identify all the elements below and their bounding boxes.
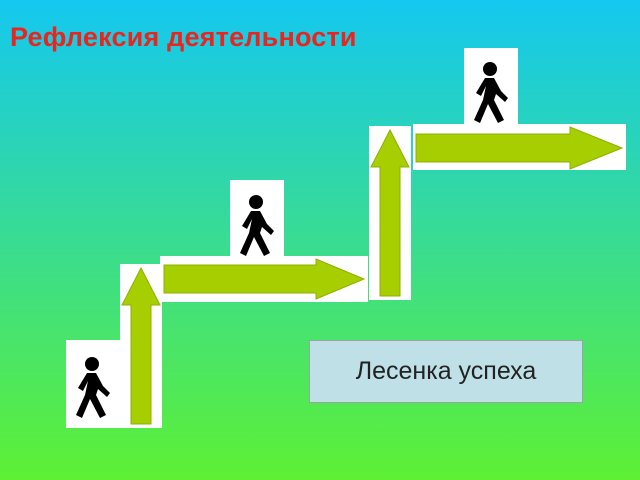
arrow-up-icon <box>121 266 161 425</box>
arrow-right-icon <box>415 126 624 170</box>
caption-box: Лесенка успеха <box>309 340 583 403</box>
caption-label: Лесенка успеха <box>355 357 537 385</box>
slide-title: Рефлексия деятельности <box>10 22 357 52</box>
arrow-up-icon <box>370 128 410 297</box>
arrow-right-icon <box>163 258 366 300</box>
